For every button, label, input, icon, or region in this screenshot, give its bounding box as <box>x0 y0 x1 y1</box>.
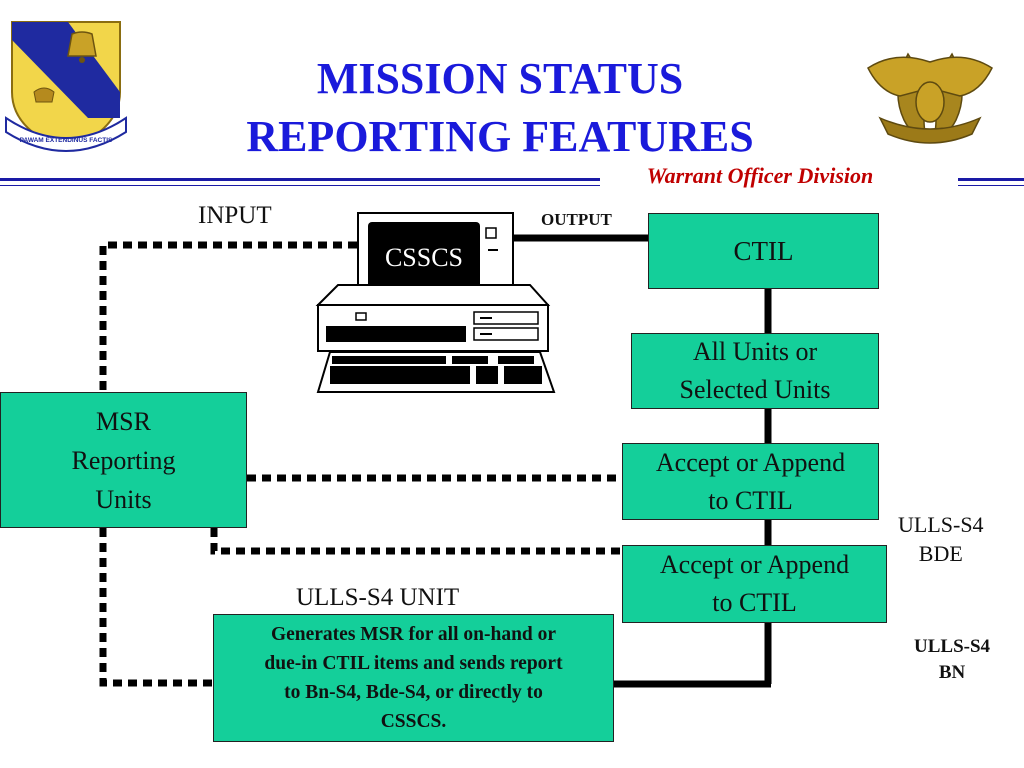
input-label: INPUT <box>198 202 272 229</box>
msr-line-2: Reporting <box>71 445 176 475</box>
ulls-bn-line-1: ULLS-S4 <box>914 636 991 657</box>
ulls-bn-line-2: BN <box>938 662 966 683</box>
units-selection-box: All Units or Selected Units <box>631 333 879 409</box>
header-rule-left <box>0 178 600 181</box>
ctil-box: CTIL <box>648 213 879 289</box>
msr-line-1: MSR <box>96 406 151 436</box>
accept-append-1-line-2: to CTIL <box>708 485 793 515</box>
accept-append-2-line-2: to CTIL <box>712 588 797 617</box>
title-line-2: REPORTING FEATURES <box>246 112 754 161</box>
page-title: MISSION STATUS REPORTING FEATURES <box>150 50 850 166</box>
ulls-unit-label: ULLS-S4 UNIT <box>296 584 460 611</box>
msr-line-3: Units <box>95 484 152 514</box>
eagle-insignia-logo <box>867 52 993 144</box>
units-selection-line-1: All Units or <box>692 337 818 366</box>
header-rule-right <box>958 178 1024 181</box>
crest-logo <box>5 21 127 152</box>
ulls-bde-line-1: ULLS-S4 <box>898 512 984 537</box>
units-selection-line-2: Selected Units <box>679 375 831 404</box>
generates-line-2: due-in CTIL items and sends report <box>264 653 563 674</box>
accept-append-box-1: Accept or Append to CTIL <box>622 443 879 520</box>
generates-msr-box: Generates MSR for all on-hand or due-in … <box>213 614 614 742</box>
ctil-box-label: CTIL <box>733 236 794 266</box>
header-rule-right-thin <box>958 185 1024 186</box>
accept-append-2-line-1: Accept or Append <box>659 550 850 579</box>
ulls-bde-line-2: BDE <box>918 541 963 566</box>
accept-append-1-line-1: Accept or Append <box>655 447 846 477</box>
ulls-bde-label: ULLS-S4 BDE <box>898 510 984 568</box>
division-label: Warrant Officer Division <box>646 163 874 188</box>
generates-line-3: to Bn-S4, Bde-S4, or directly to <box>284 682 543 703</box>
header-rule-left-thin <box>0 185 600 186</box>
generates-line-1: Generates MSR for all on-hand or <box>270 624 557 645</box>
computer-icon <box>315 212 556 393</box>
accept-append-box-2: Accept or Append to CTIL <box>622 545 887 623</box>
output-label: OUTPUT <box>541 210 612 229</box>
generates-line-4: CSSCS. <box>380 711 447 732</box>
msr-reporting-units-box: MSR Reporting Units <box>0 392 247 528</box>
title-line-1: MISSION STATUS <box>316 54 684 103</box>
csscs-screen-label: CSSCS <box>385 243 463 272</box>
ulls-bn-label: ULLS-S4 BN <box>914 634 990 686</box>
crest-motto: PAWAM EXTENDINUS FACTIS <box>20 137 113 144</box>
input-dotted-lines <box>99 241 622 687</box>
